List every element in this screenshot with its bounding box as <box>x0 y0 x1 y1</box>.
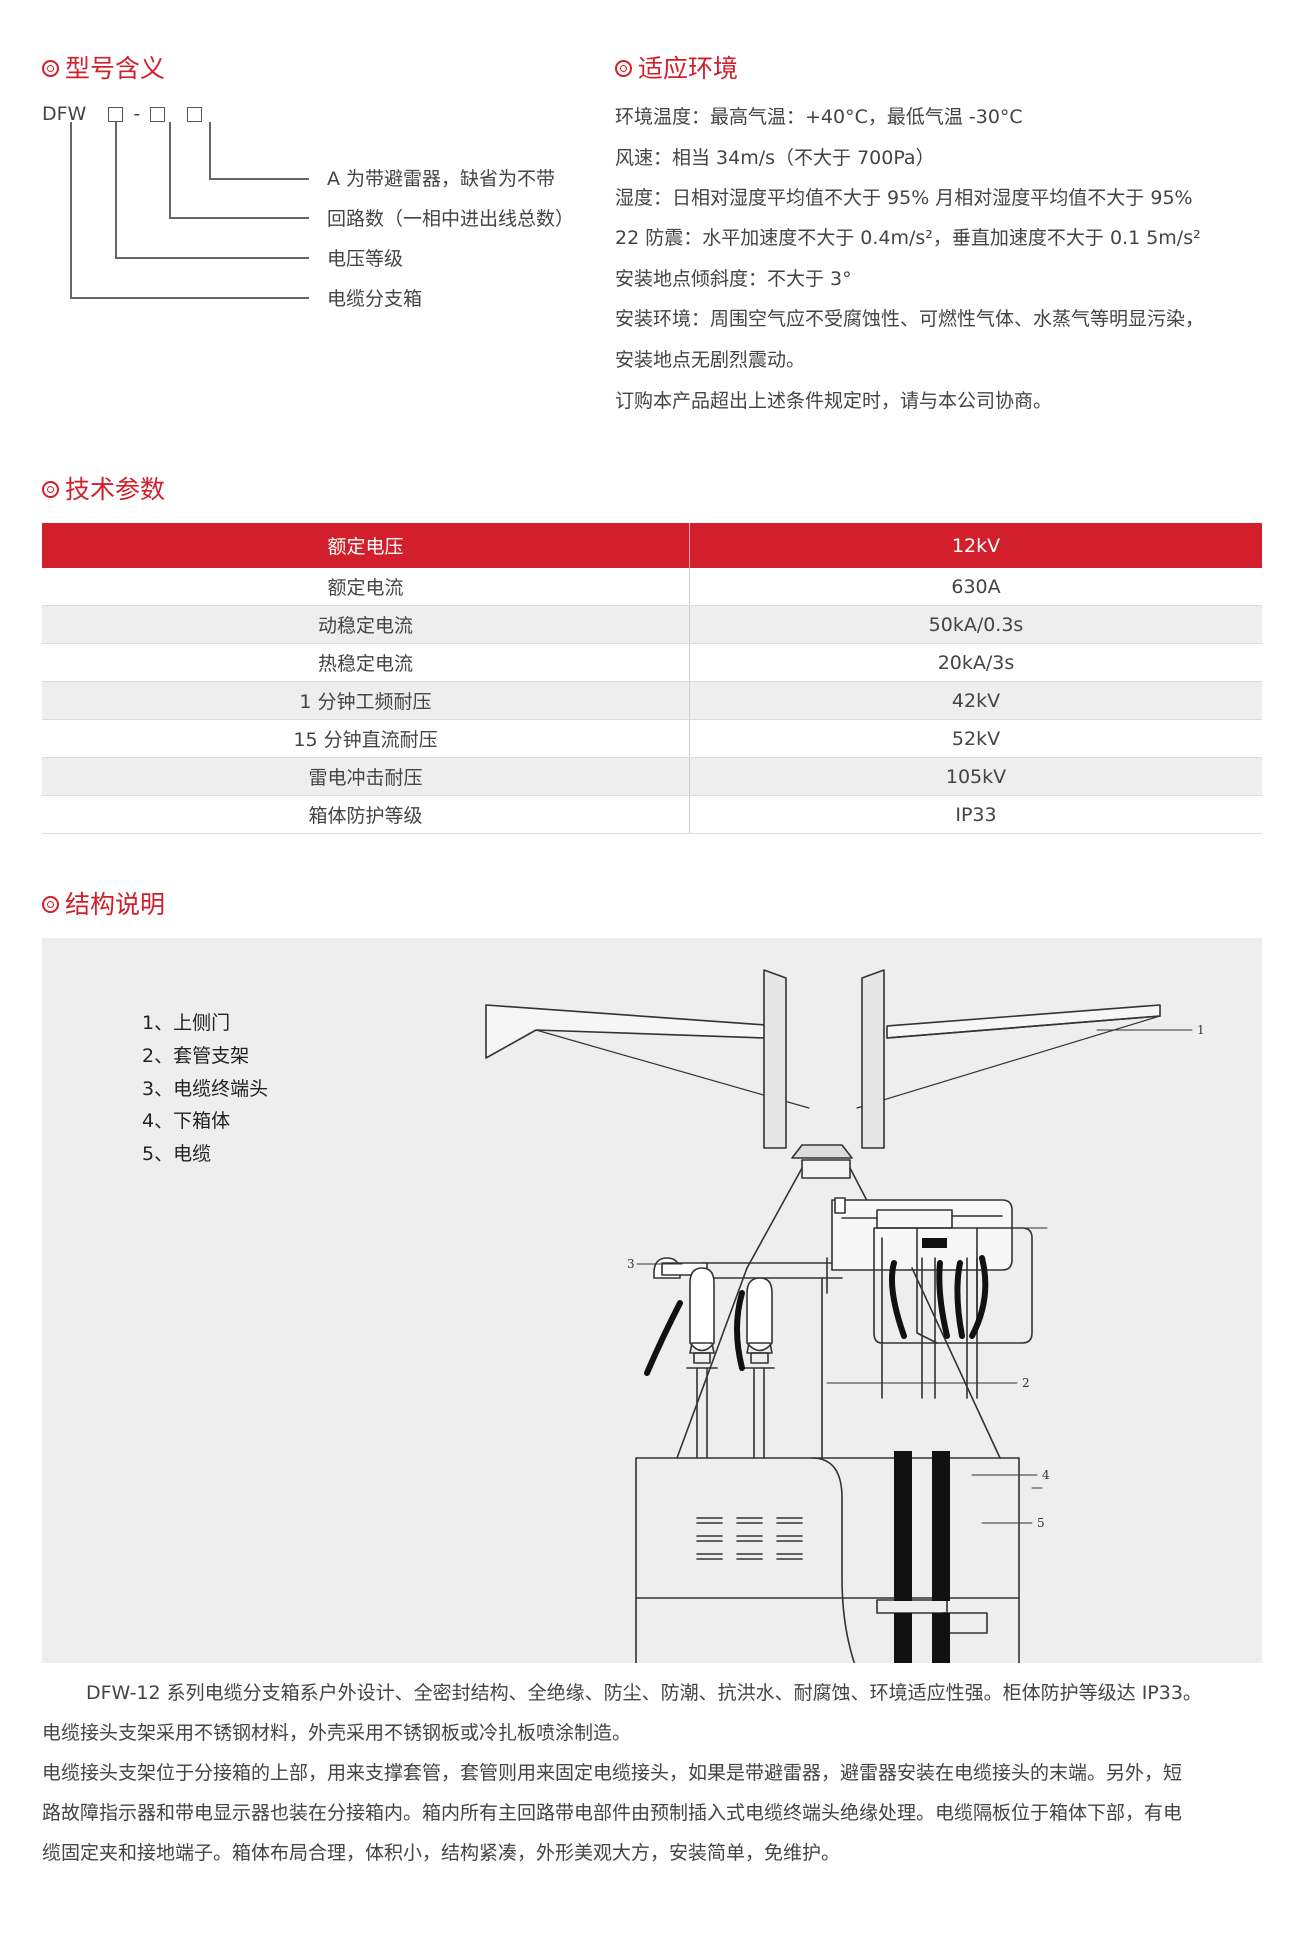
tech-params-table: 额定电压 12kV 额定电流 630A 动稳定电流 50kA/0.3s 热稳定电… <box>42 523 1262 834</box>
model-meaning-title-text: 型号含义 <box>65 54 166 83</box>
part-item: 2、套管支架 <box>142 1045 250 1067</box>
structure-paragraph-2: 电缆接头支架采用不锈钢材料，外壳采用不锈钢板或冷扎板喷涂制造。 <box>42 1722 632 1744</box>
upper-side-door-left <box>485 1004 767 1059</box>
part-item: 4、下箱体 <box>142 1110 231 1132</box>
table-row: 热稳定电流 20kA/3s <box>42 643 1262 682</box>
table-header-value: 12kV <box>689 523 1262 568</box>
structure-paragraph-1: DFW-12 系列电缆分支箱系户外设计、全密封结构、全绝缘、防尘、防潮、抗洪水、… <box>86 1682 1202 1704</box>
part-item: 5、电缆 <box>142 1143 212 1165</box>
env-temperature: 环境温度：最高气温：+40°C，最低气温 -30°C <box>615 106 1023 128</box>
env-order-note: 订购本产品超出上述条件规定时，请与本公司协商。 <box>615 390 1053 412</box>
model-code-dash: - <box>133 103 141 125</box>
table-row: 1 分钟工频耐压 42kV <box>42 681 1262 720</box>
table-cell-value: 630A <box>689 568 1262 606</box>
table-cell-value: 105kV <box>689 757 1262 796</box>
circle-bullet-icon <box>42 60 59 77</box>
structure-diagram-panel: 1、上侧门 2、套管支架 3、电缆终端头 4、下箱体 5、电缆 <box>42 938 1262 1663</box>
structure-title: 结构说明 <box>42 892 165 917</box>
model-meaning-arrester: A 为带避雷器，缺省为不带 <box>327 168 556 190</box>
table-cell-value: 50kA/0.3s <box>689 605 1262 644</box>
callout-2: 2 <box>1022 1376 1030 1390</box>
table-row: 额定电流 630A <box>42 568 1262 606</box>
env-install-environment: 安装环境：周围空气应不受腐蚀性、可燃性气体、水蒸气等明显污染， <box>615 308 1205 330</box>
table-cell-param: 额定电流 <box>42 568 690 606</box>
table-cell-param: 箱体防护等级 <box>42 795 690 834</box>
table-cell-param: 15 分钟直流耐压 <box>42 719 690 758</box>
table-cell-value: 52kV <box>689 719 1262 758</box>
env-tilt: 安装地点倾斜度：不大于 3° <box>615 268 852 290</box>
model-connector-3-v <box>115 122 117 258</box>
model-code-box-circuits <box>150 106 166 122</box>
table-cell-param: 热稳定电流 <box>42 643 690 682</box>
tech-params-title: 技术参数 <box>42 477 165 502</box>
table-header-param: 额定电压 <box>42 523 690 568</box>
environment-title: 适应环境 <box>615 56 738 81</box>
model-connector-2-h <box>169 217 309 219</box>
callout-5: 5 <box>1037 1516 1045 1530</box>
structure-paragraph-4: 路故障指示器和带电显示器也装在分接箱内。箱内所有主回路带电部件由预制插入式电缆终… <box>42 1802 1183 1824</box>
table-row: 动稳定电流 50kA/0.3s <box>42 605 1262 644</box>
model-connector-4-h <box>70 297 309 299</box>
env-vibration: 安装地点无剧烈震动。 <box>615 349 806 371</box>
model-code-prefix: DFW <box>42 103 87 125</box>
table-row: 箱体防护等级 IP33 <box>42 795 1262 834</box>
table-cell-param: 雷电冲击耐压 <box>42 757 690 796</box>
callout-3: 3 <box>627 1257 635 1271</box>
model-connector-4-v <box>70 122 72 298</box>
model-code-box-voltage <box>108 106 124 122</box>
lower-box <box>635 1457 1020 1663</box>
part-item: 3、电缆终端头 <box>142 1078 269 1100</box>
structure-title-text: 结构说明 <box>65 890 166 919</box>
table-row: 15 分钟直流耐压 52kV <box>42 719 1262 758</box>
table-row: 雷电冲击耐压 105kV <box>42 757 1262 796</box>
circle-bullet-icon <box>42 896 59 913</box>
table-cell-param: 1 分钟工频耐压 <box>42 681 690 720</box>
model-connector-1-v <box>209 122 211 179</box>
model-meaning-title: 型号含义 <box>42 56 165 81</box>
callout-1: 1 <box>1197 1023 1205 1037</box>
model-meaning-cable-box: 电缆分支箱 <box>327 288 423 310</box>
table-cell-param: 动稳定电流 <box>42 605 690 644</box>
upper-side-door-right <box>886 1004 1161 1039</box>
model-code-box-arrester <box>187 106 203 122</box>
tech-params-title-text: 技术参数 <box>65 475 166 504</box>
env-wind: 风速：相当 34m/s（不大于 700Pa） <box>615 147 935 169</box>
part-item: 1、上侧门 <box>142 1012 231 1034</box>
structure-paragraph-5: 缆固定夹和接地端子。箱体布局合理，体积小，结构紧凑，外形美观大方，安装简单，免维… <box>42 1842 841 1864</box>
structure-paragraph-3: 电缆接头支架位于分接箱的上部，用来支撑套管，套管则用来固定电缆接头，如果是带避雷… <box>42 1762 1183 1784</box>
table-cell-value: 42kV <box>689 681 1262 720</box>
model-code: DFW - <box>42 103 203 125</box>
model-meaning-voltage: 电压等级 <box>327 248 404 270</box>
model-meaning-circuits: 回路数（一相中进出线总数） <box>327 208 575 230</box>
env-humidity: 湿度：日相对湿度平均值不大于 95% 月相对湿度平均值不大于 95% <box>615 187 1193 209</box>
cable-branch-box-diagram: 1 2 3 4 5 <box>485 969 1205 1663</box>
callout-4: 4 <box>1042 1468 1050 1482</box>
table-cell-value: IP33 <box>689 795 1262 834</box>
env-seismic: 22 防震：水平加速度不大于 0.4m/s²，垂直加速度不大于 0.1 5m/s… <box>615 227 1201 249</box>
circle-bullet-icon <box>615 60 632 77</box>
environment-title-text: 适应环境 <box>638 54 739 83</box>
table-cell-value: 20kA/3s <box>689 643 1262 682</box>
model-connector-1-h <box>209 178 309 180</box>
model-connector-2-v <box>169 122 171 218</box>
table-header-row: 额定电压 12kV <box>42 523 1262 568</box>
model-connector-3-h <box>115 257 309 259</box>
circle-bullet-icon <box>42 481 59 498</box>
